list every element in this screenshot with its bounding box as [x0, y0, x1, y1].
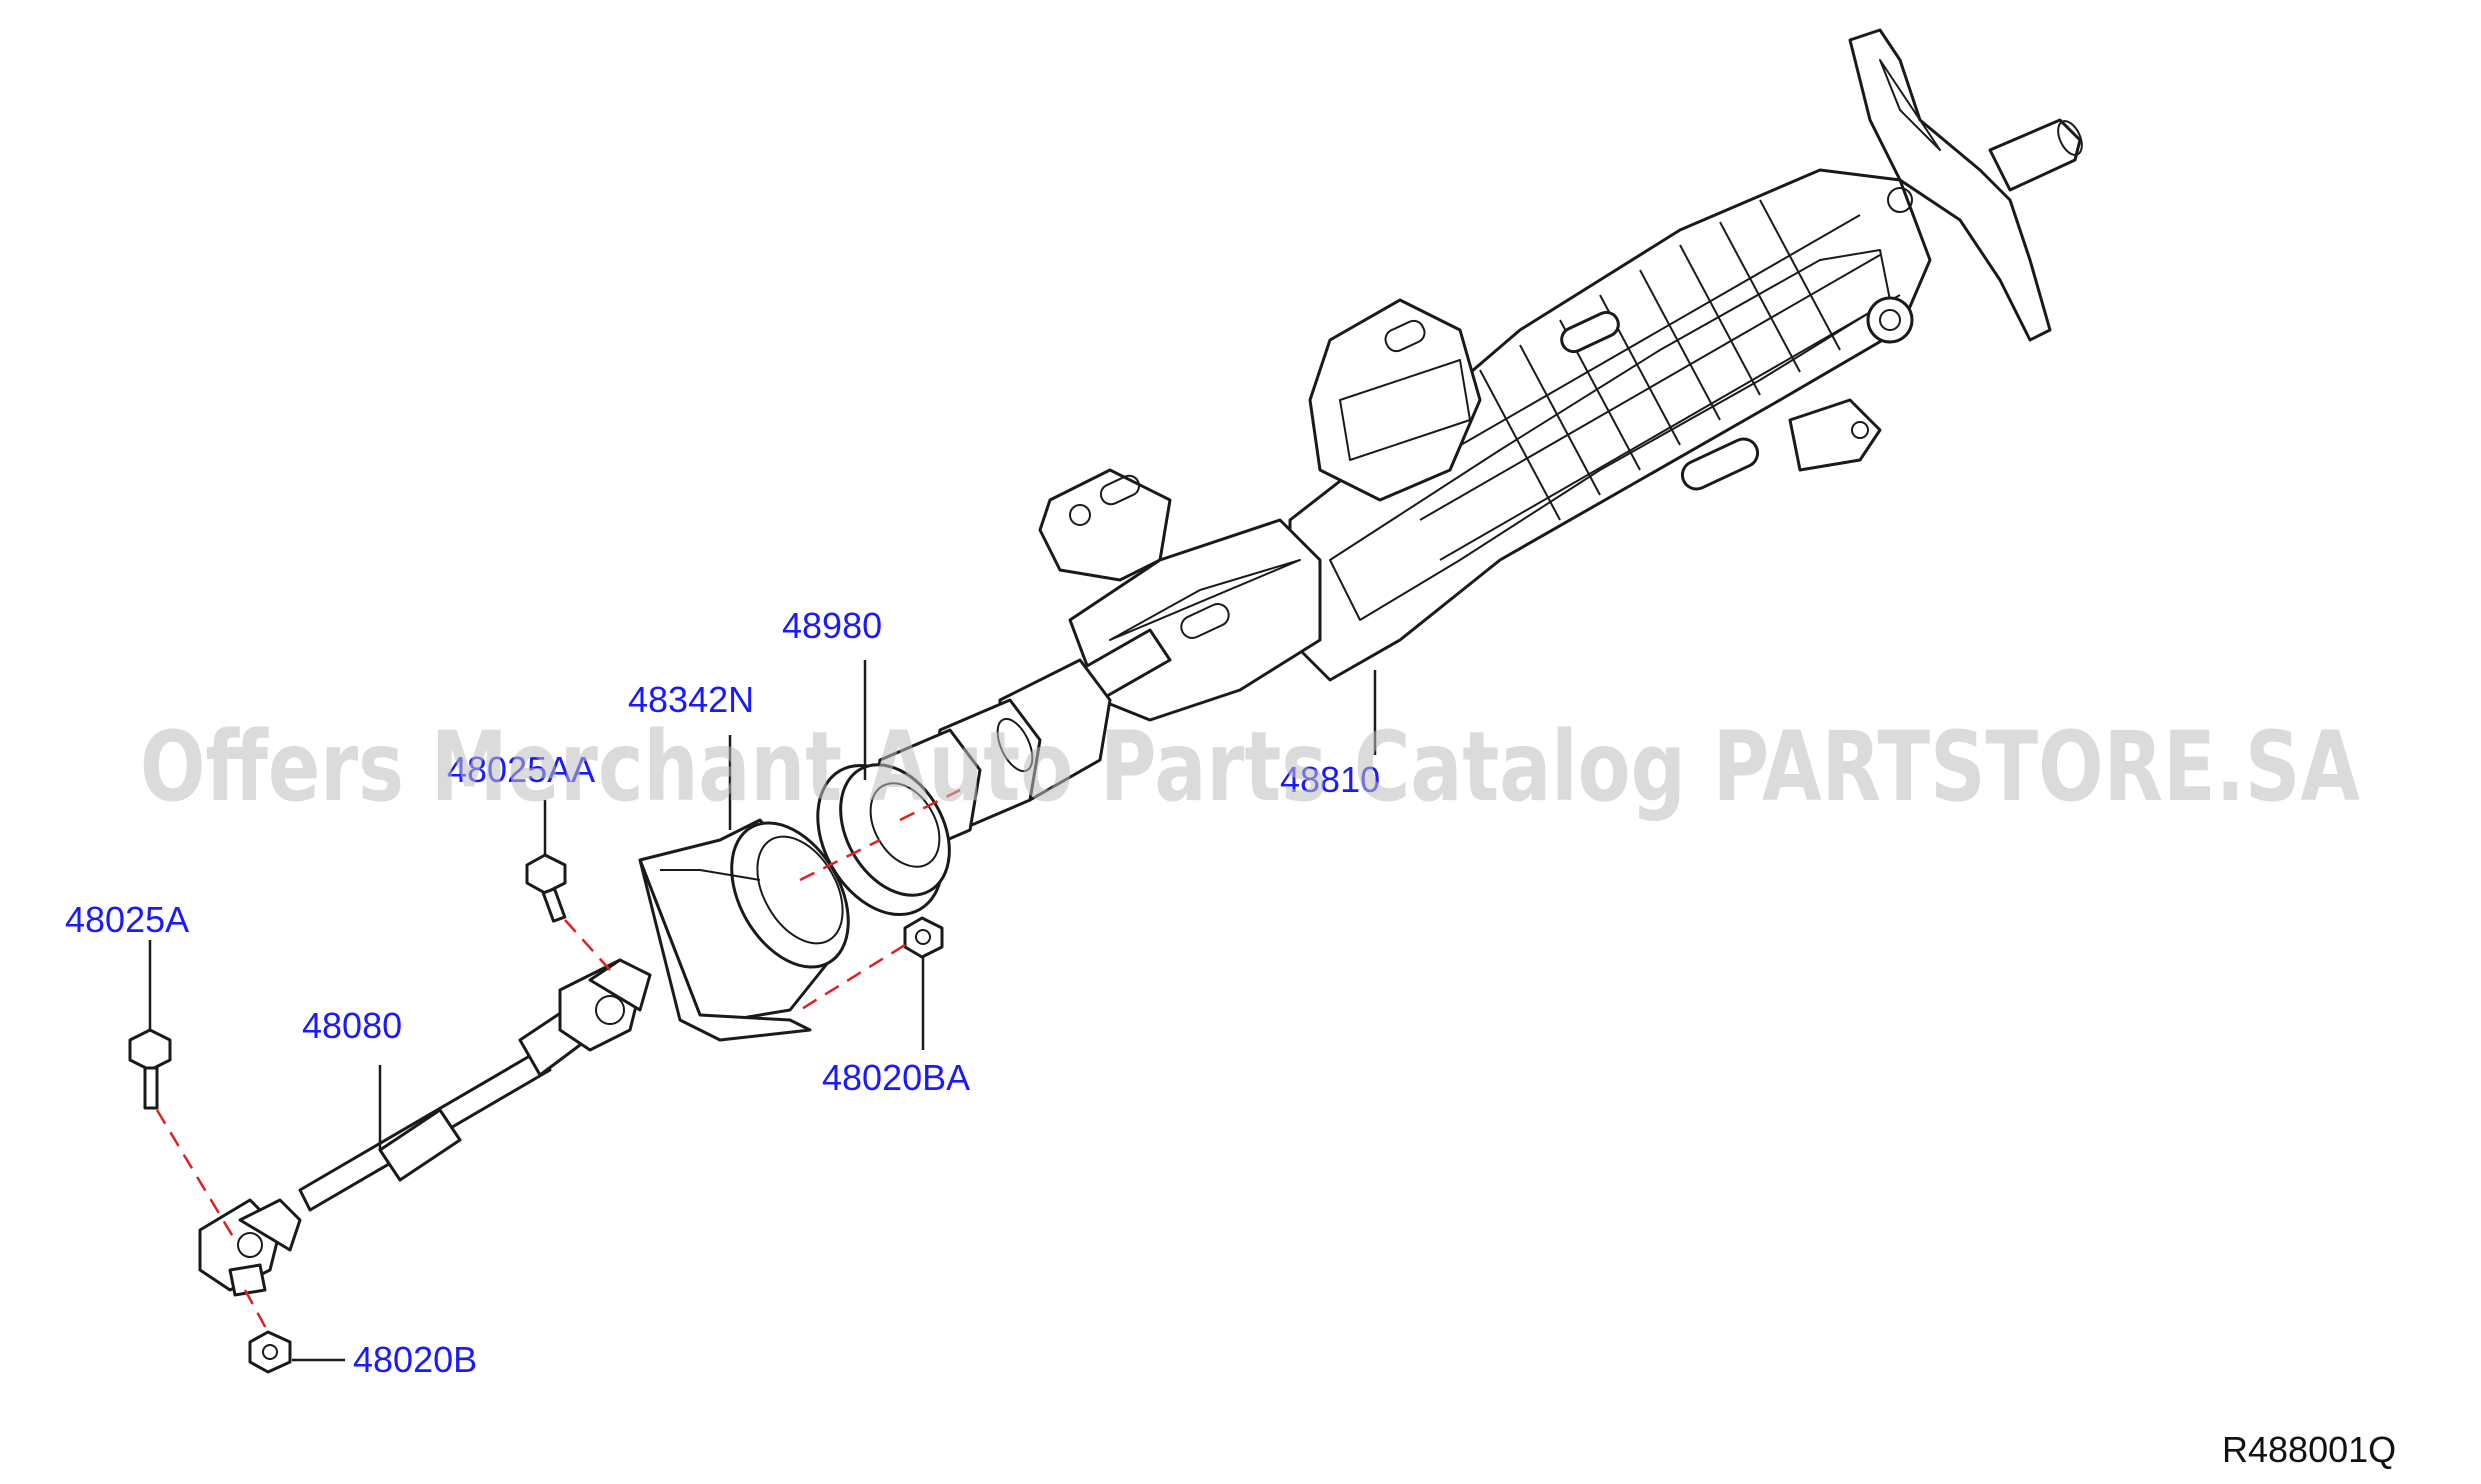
leader-lines	[148, 660, 1377, 1362]
label-48810: 48810	[1280, 759, 1380, 800]
boot-48342N	[638, 818, 850, 1042]
label-48025AA: 48025AA	[447, 749, 595, 790]
bolt-48025AA	[525, 853, 567, 923]
nut-48020B	[248, 1330, 292, 1374]
label-48025A: 48025A	[65, 899, 189, 940]
label-48980: 48980	[782, 605, 882, 646]
reference-code: R488001Q	[2222, 1429, 2396, 1470]
assembly-dash-lines	[155, 788, 961, 1333]
watermark-text: Offers Merchant Auto Parts Catalog PARTS…	[140, 711, 2360, 823]
label-48342N: 48342N	[628, 679, 754, 720]
intermediate-shaft-48080	[198, 958, 652, 1297]
label-48020BA: 48020BA	[822, 1057, 970, 1098]
label-48080: 48080	[302, 1005, 402, 1046]
nut-48020BA	[903, 916, 944, 959]
steering-column-assembly	[868, 28, 2083, 862]
label-48020B: 48020B	[353, 1339, 477, 1380]
bolt-48025A	[128, 1028, 172, 1110]
